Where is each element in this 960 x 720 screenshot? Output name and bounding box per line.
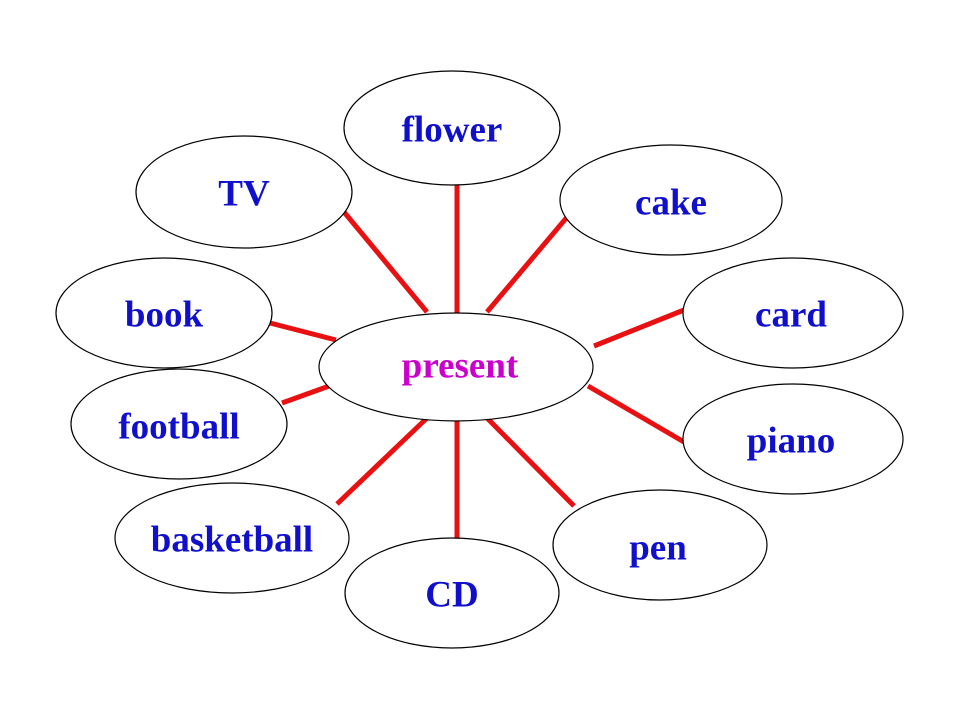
spoke-basketball	[335, 416, 429, 506]
word-node-piano: piano	[682, 383, 904, 495]
word-node-book: book	[55, 257, 273, 369]
bubble-card	[682, 257, 904, 369]
spoke-tv	[342, 210, 429, 314]
spoke-football	[281, 382, 333, 406]
spoke-cake	[485, 214, 570, 314]
bubble-flower	[343, 70, 561, 186]
center-node: present	[318, 312, 594, 422]
bubble-pen	[552, 489, 768, 601]
word-label-cd: CD	[425, 575, 478, 616]
word-label-cake: cake	[635, 183, 707, 224]
word-label-football: football	[118, 407, 239, 448]
word-label-book: book	[125, 295, 204, 336]
word-node-card: card	[682, 257, 904, 369]
bubble-football	[70, 368, 288, 480]
word-label-piano: piano	[747, 421, 835, 462]
word-node-cake: cake	[559, 144, 783, 256]
word-label-pen: pen	[629, 528, 687, 569]
bubble-basketball	[114, 482, 350, 594]
word-label-tv: TV	[218, 174, 270, 215]
word-node-pen: pen	[552, 489, 768, 601]
word-label-basketball: basketball	[151, 520, 313, 561]
spokes	[269, 182, 686, 538]
spoke-pen	[485, 416, 576, 508]
bubble-cd	[344, 537, 560, 649]
spoke-book	[269, 320, 337, 343]
word-node-cd: CD	[344, 537, 560, 649]
word-label-flower: flower	[402, 110, 503, 151]
word-node-basketball: basketball	[114, 482, 350, 594]
bubble-piano	[682, 383, 904, 495]
word-node-football: football	[70, 368, 288, 480]
spoke-piano	[586, 383, 686, 445]
bubble-book	[55, 257, 273, 369]
word-node-tv: TV	[135, 135, 353, 249]
bubble-cake	[559, 144, 783, 256]
spoke-card	[593, 307, 685, 349]
word-label-card: card	[755, 295, 827, 336]
center-bubble	[318, 312, 594, 422]
word-node-flower: flower	[343, 70, 561, 186]
center-label: present	[402, 346, 519, 387]
bubble-tv	[135, 135, 353, 249]
